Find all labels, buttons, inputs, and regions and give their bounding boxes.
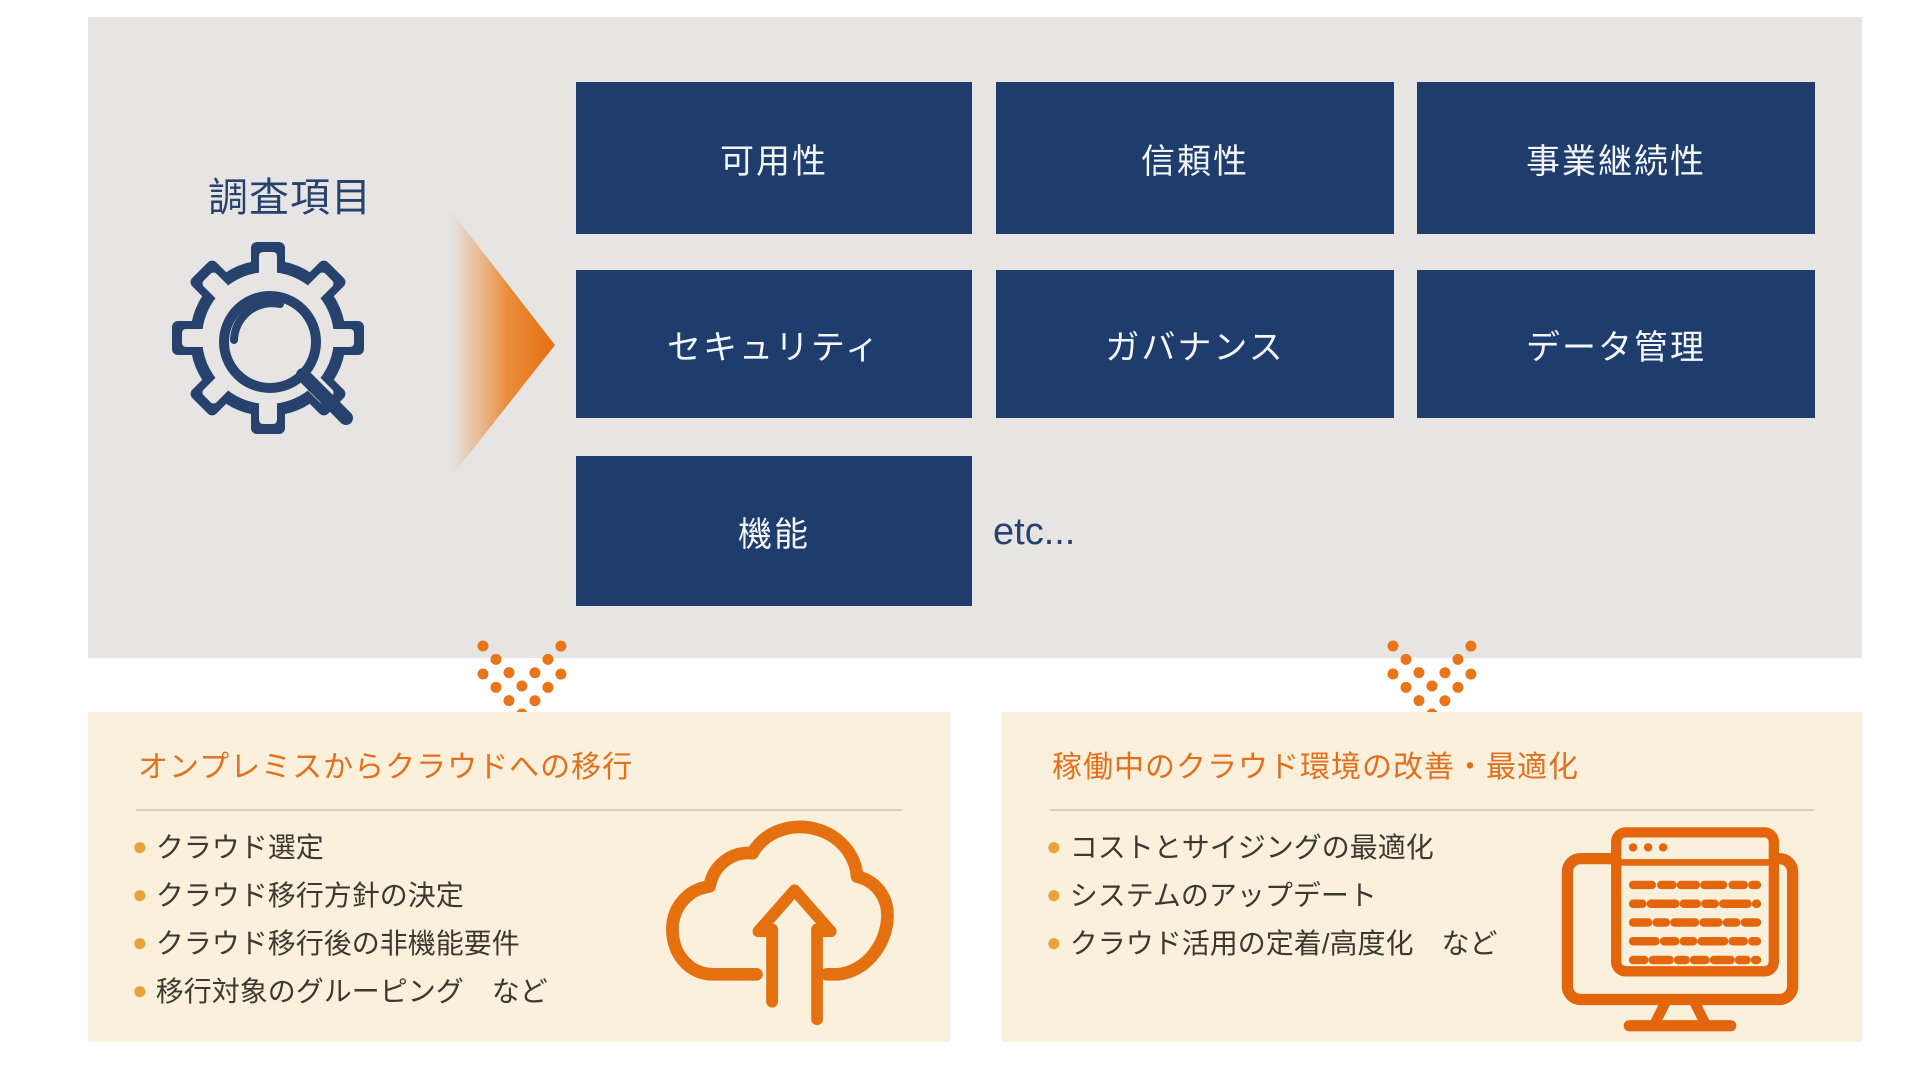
list-item: ●クラウド活用の定着/高度化 など bbox=[1046, 918, 1498, 966]
bullet-text: システムのアップデート bbox=[1069, 880, 1377, 911]
section-title: オンプレミスからクラウドへの移行 bbox=[138, 751, 634, 784]
survey-item-functions: 機能 bbox=[576, 456, 972, 606]
etc-label: etc... bbox=[993, 511, 1076, 553]
bullet-text: 移行対象のグルーピング など bbox=[155, 976, 548, 1007]
survey-item-availability: 可用性 bbox=[576, 82, 972, 234]
divider bbox=[1050, 809, 1814, 811]
survey-panel: 調査項目 bbox=[88, 17, 1862, 658]
survey-item-continuity: 事業継続性 bbox=[1417, 82, 1815, 234]
monitor-browser-icon bbox=[1561, 827, 1799, 1032]
bullet-icon: ● bbox=[132, 879, 148, 909]
survey-item-governance: ガバナンス bbox=[996, 270, 1394, 418]
bullet-icon: ● bbox=[132, 927, 148, 957]
bullet-list: ●クラウド選定 ●クラウド移行方針の決定 ●クラウド移行後の非機能要件 ●移行対… bbox=[132, 822, 548, 1014]
bullet-icon: ● bbox=[1046, 879, 1062, 909]
list-item: ●クラウド移行後の非機能要件 bbox=[132, 918, 548, 966]
survey-item-security: セキュリティ bbox=[576, 270, 972, 418]
bullet-text: クラウド移行方針の決定 bbox=[155, 880, 464, 911]
survey-items-label: 調査項目 bbox=[208, 176, 372, 220]
section-cloud-optimization: 稼働中のクラウド環境の改善・最適化 ●コストとサイジングの最適化 ●システムのア… bbox=[1002, 712, 1862, 1042]
section-cloud-migration: オンプレミスからクラウドへの移行 ●クラウド選定 ●クラウド移行方針の決定 ●ク… bbox=[88, 712, 950, 1042]
section-title: 稼働中のクラウド環境の改善・最適化 bbox=[1052, 751, 1579, 784]
bullet-icon: ● bbox=[132, 831, 148, 861]
bullet-icon: ● bbox=[1046, 831, 1062, 861]
list-item: ●クラウド移行方針の決定 bbox=[132, 870, 548, 918]
bullet-icon: ● bbox=[132, 975, 148, 1005]
bullet-text: コストとサイジングの最適化 bbox=[1069, 832, 1434, 863]
survey-item-reliability: 信頼性 bbox=[996, 82, 1394, 234]
bullet-text: クラウド活用の定着/高度化 など bbox=[1069, 928, 1498, 959]
bullet-icon: ● bbox=[1046, 927, 1062, 957]
list-item: ●システムのアップデート bbox=[1046, 870, 1498, 918]
bullet-text: クラウド選定 bbox=[155, 832, 324, 863]
survey-item-data-mgmt: データ管理 bbox=[1417, 270, 1815, 418]
cloud-upload-icon bbox=[666, 820, 894, 1026]
bullet-text: クラウド移行後の非機能要件 bbox=[155, 928, 520, 959]
list-item: ●移行対象のグルーピング など bbox=[132, 966, 548, 1014]
bullet-list: ●コストとサイジングの最適化 ●システムのアップデート ●クラウド活用の定着/高… bbox=[1046, 822, 1498, 966]
list-item: ●コストとサイジングの最適化 bbox=[1046, 822, 1498, 870]
arrow-right-icon bbox=[451, 211, 555, 477]
list-item: ●クラウド選定 bbox=[132, 822, 548, 870]
divider bbox=[136, 809, 902, 811]
gear-magnifier-icon bbox=[172, 242, 364, 434]
